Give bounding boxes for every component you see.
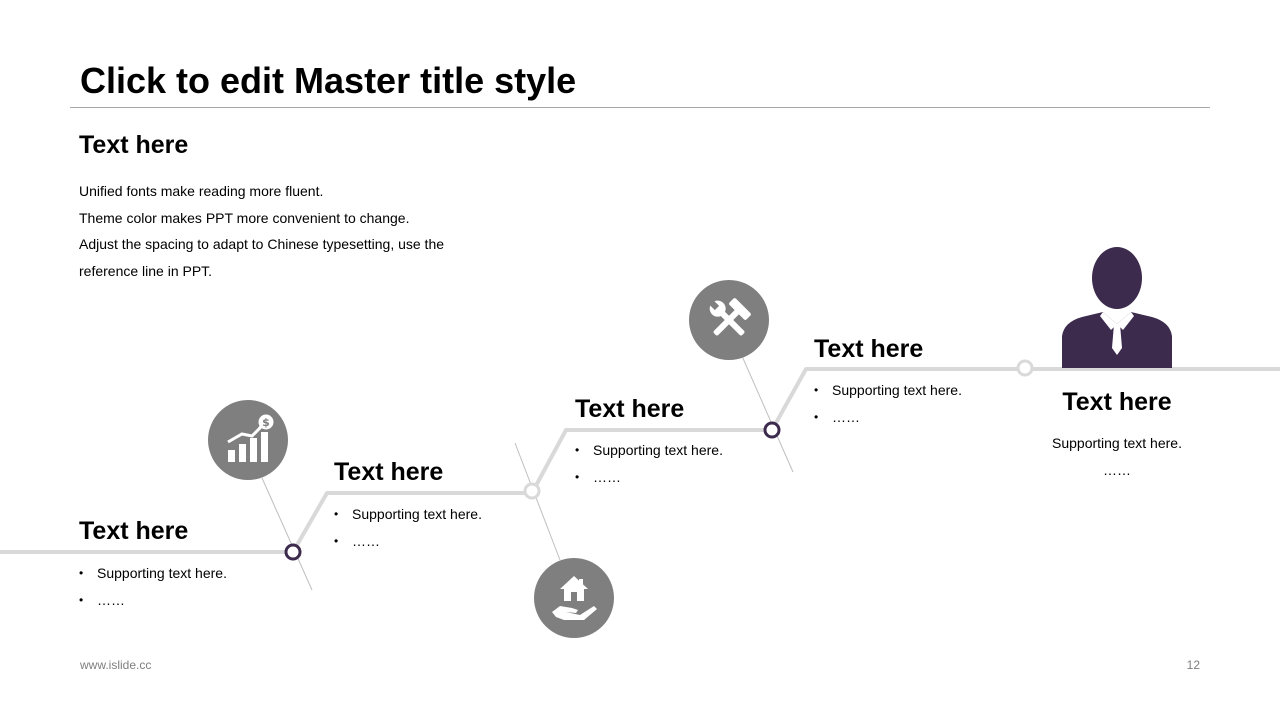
bullet-item: Supporting text here. — [575, 440, 723, 467]
intro-line: Adjust the spacing to adapt to Chinese t… — [79, 236, 445, 252]
intro-line: Unified fonts make reading more fluent. — [79, 183, 324, 199]
step-3-heading[interactable]: Text here — [575, 395, 685, 423]
intro-line: reference line in PPT. — [79, 262, 213, 279]
page-number: 12 — [1186, 658, 1200, 672]
tools-icon — [689, 280, 769, 360]
intro-body[interactable]: Unified fonts make reading more fluent. … — [79, 178, 479, 284]
final-text-line: …… — [1103, 462, 1131, 478]
connector-line — [741, 355, 794, 473]
step-3-bullets[interactable]: Supporting text here. …… — [575, 440, 723, 494]
bullet-item: …… — [79, 590, 227, 617]
growth-chart-dollar-icon: $ — [208, 400, 288, 480]
slide-title[interactable]: Click to edit Master title style — [80, 60, 577, 101]
businessman-icon — [1062, 246, 1172, 373]
intro-heading[interactable]: Text here — [79, 131, 189, 159]
bullet-item: Supporting text here. — [814, 380, 962, 407]
step-1-bullets[interactable]: Supporting text here. …… — [79, 563, 227, 617]
step-4-bullets[interactable]: Supporting text here. …… — [814, 380, 962, 434]
final-text[interactable]: Supporting text here. …… — [1037, 433, 1197, 487]
house-in-hand-icon — [534, 558, 614, 638]
intro-line: Theme color makes PPT more convenient to… — [79, 209, 410, 226]
bullet-item: …… — [334, 531, 482, 558]
step-2-bullets[interactable]: Supporting text here. …… — [334, 504, 482, 558]
bullet-item: Supporting text here. — [79, 563, 227, 590]
footer-website: www.islide.cc — [80, 658, 152, 672]
timeline-path — [0, 367, 1280, 554]
milestone-marker — [284, 543, 302, 561]
step-2-heading[interactable]: Text here — [334, 458, 444, 486]
bullet-item: …… — [814, 407, 962, 434]
milestone-marker — [1016, 359, 1034, 377]
bullet-item: Supporting text here. — [334, 504, 482, 531]
milestone-marker — [523, 482, 541, 500]
connector-line — [514, 442, 561, 561]
svg-text:$: $ — [262, 416, 270, 429]
connector-line — [261, 477, 313, 591]
final-heading[interactable]: Text here — [1062, 388, 1172, 416]
milestone-marker — [763, 421, 781, 439]
step-1-heading[interactable]: Text here — [79, 517, 189, 545]
step-4-heading[interactable]: Text here — [814, 335, 924, 363]
bullet-item: …… — [575, 467, 723, 494]
title-divider — [70, 107, 1210, 108]
final-text-line: Supporting text here. — [1052, 435, 1182, 451]
